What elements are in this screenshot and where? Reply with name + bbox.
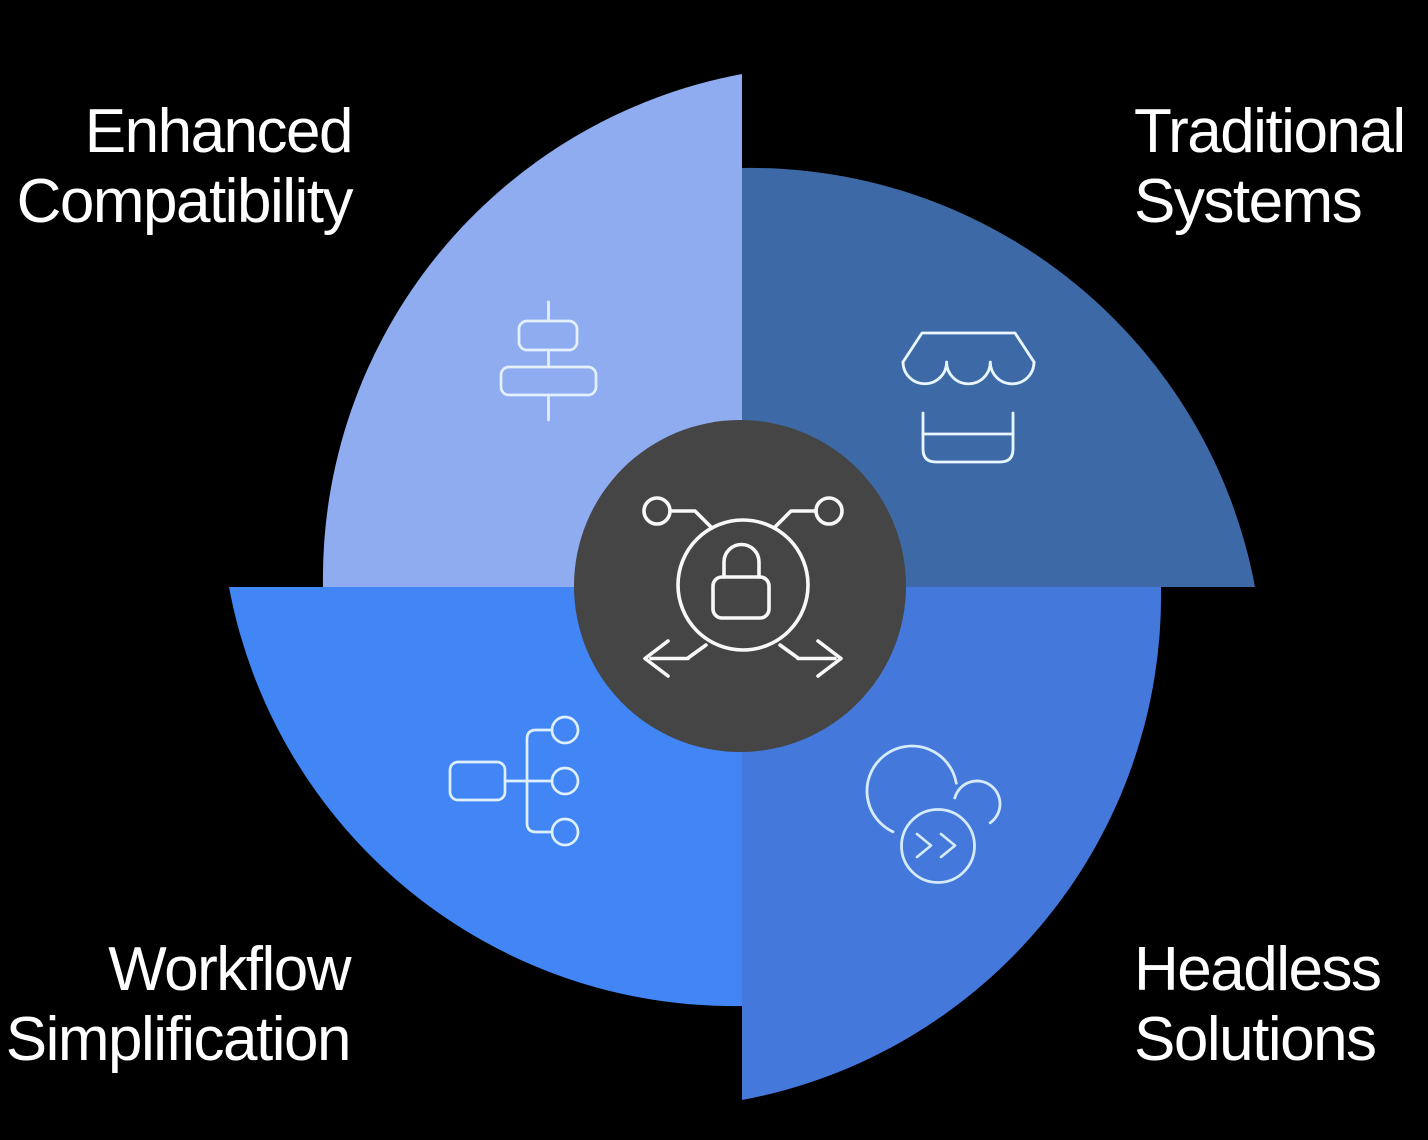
exchange-arrow-left-shaft bbox=[649, 643, 708, 661]
cloud-small-arc bbox=[953, 779, 1002, 825]
label-line: Solutions bbox=[1134, 1005, 1377, 1074]
storefront-awning-scallops bbox=[901, 360, 1036, 386]
network-link-right bbox=[772, 509, 818, 530]
label-line: Headless bbox=[1134, 935, 1382, 1004]
label-line: Compatibility bbox=[16, 167, 354, 236]
exchange-arrow-left-head bbox=[643, 639, 670, 678]
label-line: Traditional bbox=[1134, 97, 1406, 166]
label-headless-solutions: Headless Solutions bbox=[1134, 935, 1382, 1075]
flowchart-leaf-bottom bbox=[550, 817, 580, 847]
hub-circle bbox=[574, 420, 906, 752]
storefront-icon bbox=[901, 331, 1036, 464]
flowchart-icon bbox=[448, 715, 580, 847]
fast-forward-badge-circle bbox=[900, 808, 976, 884]
cloud-large-arc bbox=[865, 744, 958, 834]
lock-body bbox=[711, 575, 771, 620]
label-line: Systems bbox=[1134, 167, 1363, 236]
flowchart-branches bbox=[503, 728, 554, 834]
align-small-bar bbox=[517, 319, 579, 352]
lock-ring bbox=[676, 518, 810, 652]
network-link-left bbox=[668, 509, 714, 530]
label-line: Simplification bbox=[5, 1005, 352, 1074]
exchange-arrow-right-head bbox=[816, 639, 843, 678]
flowchart-leaf-middle bbox=[550, 766, 580, 796]
secure-exchange-lock-icon bbox=[642, 496, 844, 678]
align-large-bar bbox=[499, 365, 598, 397]
align-center-icon bbox=[499, 300, 598, 422]
lock-shackle bbox=[722, 542, 761, 579]
fast-forward-chevrons bbox=[915, 832, 957, 859]
flowchart-leaf-top bbox=[550, 715, 580, 745]
storefront-base bbox=[921, 411, 1015, 464]
label-line: Workflow bbox=[108, 935, 351, 1004]
label-enhanced-compatibility: Enhanced Compatibility bbox=[16, 97, 354, 237]
exchange-arrow-right-shaft bbox=[778, 643, 837, 661]
label-traditional-systems: Traditional Systems bbox=[1134, 97, 1406, 237]
label-workflow-simplification: Workflow Simplification bbox=[5, 935, 352, 1075]
cloud-fast-forward-icon bbox=[865, 744, 1002, 884]
storefront-awning-top bbox=[901, 331, 1036, 364]
label-line: Enhanced bbox=[84, 97, 354, 166]
